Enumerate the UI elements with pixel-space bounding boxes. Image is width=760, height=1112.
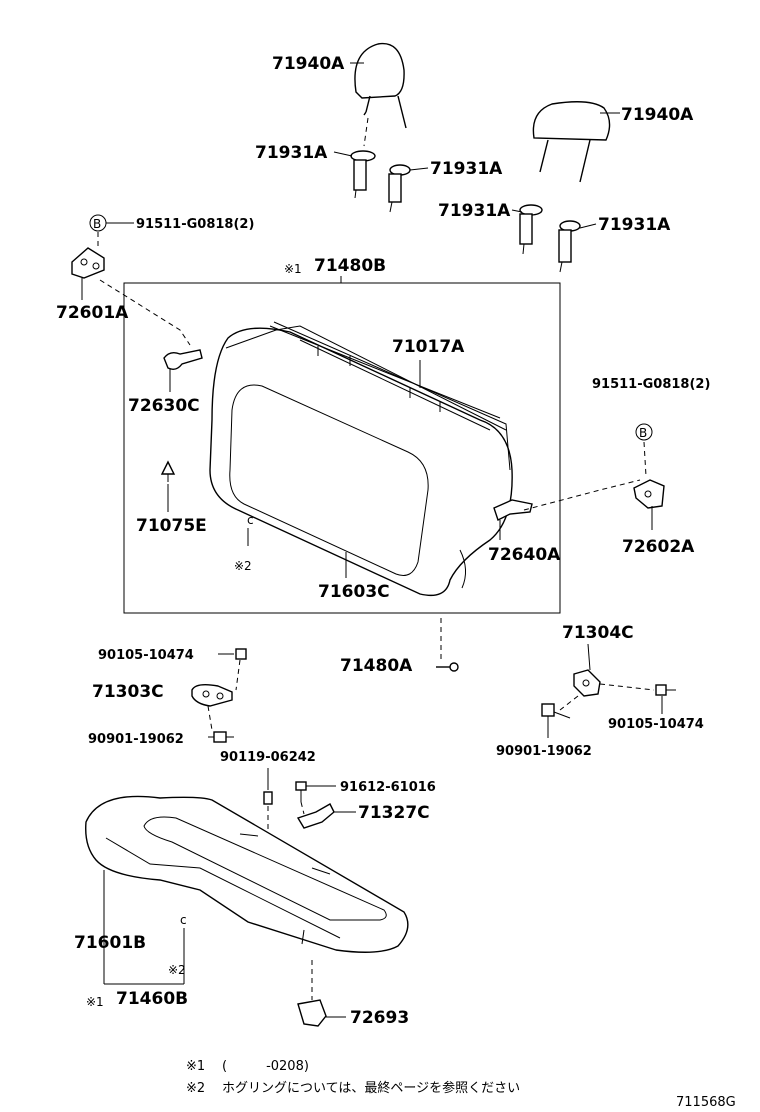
stopper-drawing bbox=[297, 999, 327, 1027]
bolt-b-right-symbol: B bbox=[635, 423, 653, 441]
label-bolt-right: 91511-G0818(2) bbox=[592, 377, 710, 392]
label-bolt-left: 91511-G0818(2) bbox=[136, 217, 254, 232]
label-support-4: 71931A bbox=[598, 215, 671, 235]
bolt-b-left-symbol: B bbox=[89, 214, 107, 232]
clip-drawing bbox=[160, 460, 176, 482]
label-back-cover: 71603C bbox=[318, 582, 390, 602]
support-drawings bbox=[350, 150, 581, 273]
seat-back-drawing bbox=[209, 321, 513, 597]
bracket-left-drawing bbox=[191, 683, 233, 707]
label-bolt-small-right: 90901-19062 bbox=[496, 744, 592, 759]
hinge-left-drawing bbox=[71, 247, 105, 279]
label-pin: 90119-06242 bbox=[220, 750, 316, 765]
bracket-right-drawing bbox=[573, 669, 601, 697]
label-bolt-small-left: 90901-19062 bbox=[88, 732, 184, 747]
svg-text:c: c bbox=[247, 513, 254, 527]
svg-text:B: B bbox=[639, 426, 647, 440]
note2-text: ホグリングについては、最終ページを参照ください bbox=[222, 1080, 520, 1096]
label-screw-left: 90105-10474 bbox=[98, 648, 194, 663]
label-cushion-cover: 71601B bbox=[74, 933, 146, 953]
label-hinge-left: 72601A bbox=[56, 303, 129, 323]
screw-left-drawing bbox=[218, 648, 247, 660]
label-back-frame: 71017A bbox=[392, 337, 465, 357]
svg-text:c: c bbox=[180, 913, 187, 927]
label-support-2: 71931A bbox=[430, 159, 503, 179]
label-support-1: 71931A bbox=[255, 143, 328, 163]
lock-right-drawing bbox=[493, 499, 533, 521]
label-support-3: 71931A bbox=[438, 201, 511, 221]
label-bracket-right: 71304C bbox=[562, 623, 634, 643]
hook-drawing bbox=[296, 803, 335, 829]
bolt-small-left-drawing bbox=[213, 731, 234, 743]
label-hogring-mark: ※2 bbox=[234, 559, 252, 573]
label-hinge-right: 72602A bbox=[622, 537, 695, 557]
lock-left-drawing bbox=[163, 349, 203, 371]
seat-cushion-drawing bbox=[85, 795, 409, 953]
headrest-left-drawing bbox=[354, 42, 407, 129]
label-screw-mid: 91612-61016 bbox=[340, 780, 436, 795]
note1-mark: ※1 bbox=[186, 1059, 205, 1074]
label-screw-right: 90105-10474 bbox=[608, 717, 704, 732]
pin-drawing bbox=[263, 791, 273, 836]
label-headrest-right: 71940A bbox=[621, 105, 694, 125]
seat-back-assembly-box bbox=[123, 282, 561, 614]
circle-b-label: B bbox=[93, 217, 101, 231]
label-back-assy: 71480B bbox=[314, 256, 386, 276]
hinge-right-drawing bbox=[633, 479, 665, 509]
bolt-small-right-drawing bbox=[541, 703, 571, 719]
screw-mid-drawing bbox=[295, 781, 307, 802]
label-cushion-hogring-mark: ※2 bbox=[168, 963, 186, 977]
label-lock-left: 72630C bbox=[128, 396, 200, 416]
label-bracket-left: 71303C bbox=[92, 682, 164, 702]
screw-right-drawing bbox=[655, 684, 676, 696]
note1-text: ( -0208) bbox=[222, 1059, 309, 1074]
label-cushion-assy: 71460B bbox=[116, 989, 188, 1009]
headrest-right-drawing bbox=[532, 101, 611, 183]
label-lock-right: 72640A bbox=[488, 545, 561, 565]
figure-id: 711568G bbox=[676, 1095, 736, 1110]
label-cushion-assy-mark: ※1 bbox=[86, 995, 104, 1009]
label-hook: 71327C bbox=[358, 803, 430, 823]
label-stopper: 72693 bbox=[350, 1008, 409, 1028]
label-back-assy-mark: ※1 bbox=[284, 262, 302, 276]
note2-mark: ※2 bbox=[186, 1081, 205, 1096]
back-bolt-drawing bbox=[436, 662, 459, 672]
label-back-bolt: 71480A bbox=[340, 656, 413, 676]
label-headrest-left: 71940A bbox=[272, 54, 345, 74]
label-clip: 71075E bbox=[136, 516, 207, 536]
